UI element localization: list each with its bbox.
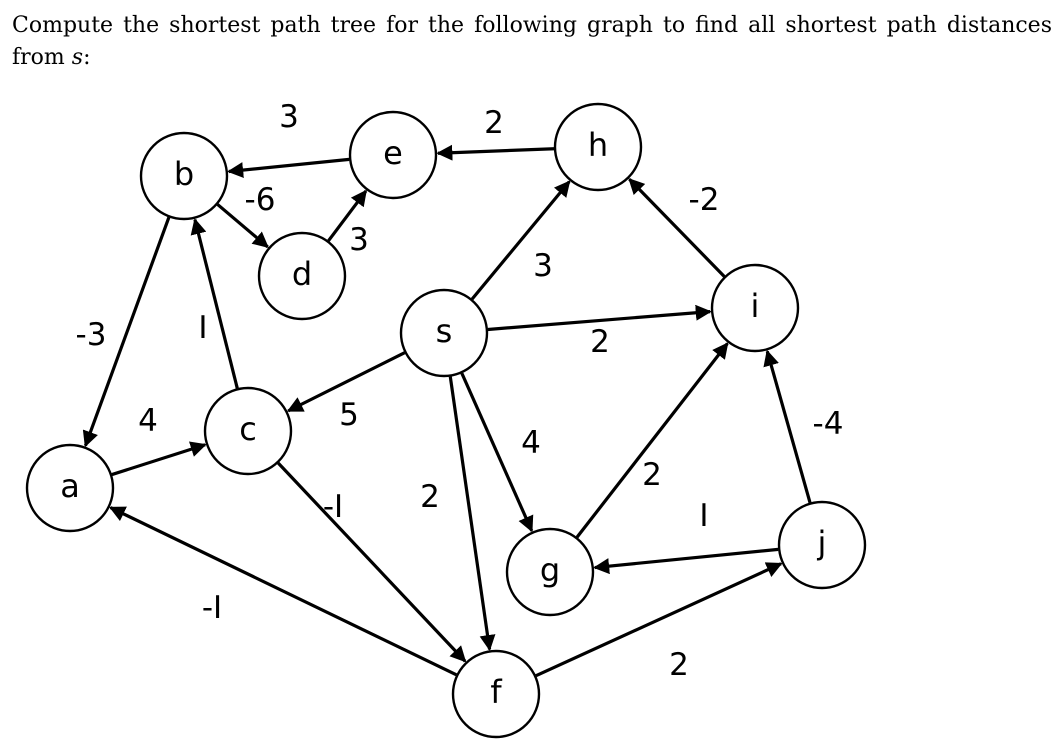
node-label-a: a — [60, 467, 80, 505]
edge-weight-c-to-b: I — [198, 310, 207, 346]
edge-weight-s-to-c: 5 — [339, 397, 359, 433]
edge-j-to-i — [763, 349, 812, 504]
edge-weight-g-to-i: 2 — [642, 457, 662, 493]
edge-weight-s-to-i: 2 — [590, 324, 610, 360]
node-label-b: b — [174, 155, 194, 193]
question-text: Compute the shortest path tree for the f… — [12, 10, 1052, 74]
edge-weight-c-to-f: -I — [323, 489, 343, 525]
edge-weight-b-to-a: -3 — [76, 317, 107, 353]
node-d: d — [257, 231, 347, 321]
question-line-2-prefix: from — [12, 45, 72, 70]
node-s: s — [399, 288, 489, 378]
edge-weight-f-to-a: -I — [202, 590, 222, 626]
edge-s-to-f — [448, 376, 496, 652]
edge-weight-s-to-f: 2 — [420, 479, 440, 515]
edge-f-to-a — [109, 506, 458, 677]
node-label-c: c — [239, 410, 257, 448]
node-circle-e — [348, 110, 438, 200]
node-circle-g — [505, 527, 595, 617]
edge-i-to-h — [628, 178, 726, 278]
edge-weight-j-to-i: -4 — [813, 406, 844, 442]
edge-e-to-b — [227, 157, 350, 179]
edge-c-to-b — [190, 218, 239, 389]
edge-weight-e-to-b: 3 — [279, 99, 299, 135]
node-g: g — [505, 527, 595, 617]
node-label-f: f — [490, 673, 502, 711]
edge-c-to-f — [277, 461, 467, 663]
edge-weight-h-to-e: 2 — [484, 105, 504, 141]
question-line-2-suffix: : — [83, 45, 91, 70]
node-h: h — [553, 102, 643, 192]
node-circle-i — [710, 263, 800, 353]
node-c: c — [203, 386, 293, 476]
node-f: f — [451, 649, 541, 739]
edges-layer — [82, 144, 812, 678]
edge-j-to-g — [593, 547, 779, 575]
edge-g-to-i — [575, 342, 729, 539]
edge-s-to-c — [286, 351, 406, 413]
node-circle-j — [777, 500, 867, 590]
node-a: a — [25, 443, 115, 533]
node-label-e: e — [383, 134, 403, 172]
edge-a-to-c — [111, 441, 207, 477]
edge-d-to-e — [327, 189, 368, 242]
node-label-i: i — [751, 287, 760, 325]
node-circle-f — [451, 649, 541, 739]
edge-weight-b-to-d: -6 — [245, 182, 276, 218]
edge-h-to-e — [436, 144, 555, 161]
edge-weight-a-to-c: 4 — [138, 403, 158, 439]
edge-b-to-d — [216, 203, 269, 249]
edge-weight-d-to-e: 3 — [349, 222, 369, 258]
edge-f-to-j — [535, 562, 783, 678]
node-circle-h — [553, 102, 643, 192]
node-circle-b — [139, 131, 229, 221]
edge-s-to-h — [470, 180, 571, 301]
node-e: e — [348, 110, 438, 200]
edge-weight-f-to-j: 2 — [669, 647, 689, 683]
node-j: j — [777, 500, 867, 590]
node-label-d: d — [292, 255, 312, 293]
edge-s-to-i — [487, 304, 712, 332]
edge-weight-j-to-g: I — [699, 498, 708, 534]
question-line-1: Compute the shortest path tree for the f… — [12, 13, 1052, 38]
edge-weight-i-to-h: -2 — [689, 182, 720, 218]
node-circle-c — [203, 386, 293, 476]
edge-s-to-g — [460, 372, 534, 533]
node-label-h: h — [588, 126, 608, 164]
node-b: b — [139, 131, 229, 221]
node-circle-s — [399, 288, 489, 378]
node-label-j: j — [817, 524, 827, 562]
edge-weight-s-to-g: 4 — [521, 425, 541, 461]
node-i: i — [710, 263, 800, 353]
node-circle-a — [25, 443, 115, 533]
edge-b-to-a — [82, 216, 171, 448]
nodes-layer: b e h d s i a c g j f — [25, 102, 867, 739]
node-label-g: g — [540, 551, 560, 589]
node-label-s: s — [436, 312, 453, 350]
node-circle-d — [257, 231, 347, 321]
source-variable: s — [71, 45, 84, 70]
edge-weight-s-to-h: 3 — [533, 248, 553, 284]
